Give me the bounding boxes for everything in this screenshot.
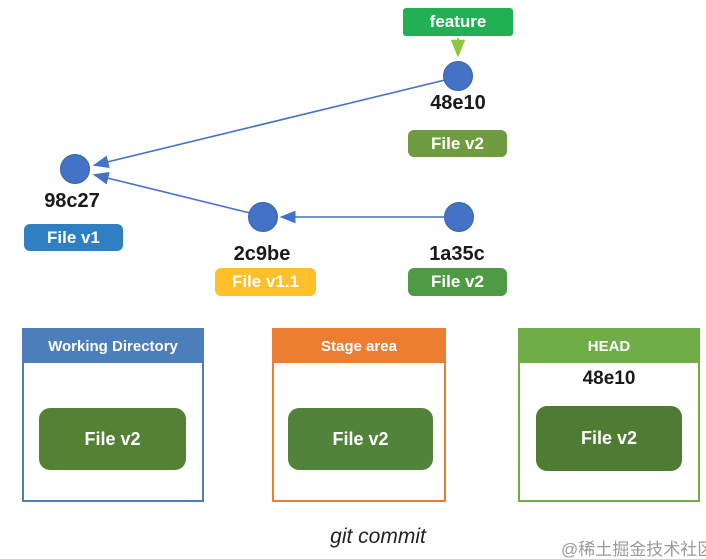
stage-area-box: Stage area File v2: [272, 328, 446, 502]
commit-node-1a35c: [444, 202, 474, 232]
stage-area-file-badge: File v2: [288, 408, 433, 470]
file-badge-1a35c: File v2: [408, 268, 507, 296]
working-directory-file-badge: File v2: [39, 408, 186, 470]
commit-hash-2c9be: 2c9be: [233, 243, 291, 265]
edge-2c9be-to-98c27: [92, 172, 251, 214]
commit-node-2c9be: [248, 202, 278, 232]
working-directory-box: Working Directory File v2: [22, 328, 204, 502]
commit-hash-1a35c: 1a35c: [429, 243, 485, 265]
head-commit-hash: 48e10: [582, 368, 636, 389]
file-badge-98c27: File v1: [24, 224, 123, 251]
commit-hash-98c27: 98c27: [44, 190, 100, 212]
watermark: @稀土掘金技术社区: [561, 540, 706, 559]
edge-48e10-to-98c27: [92, 79, 446, 169]
commit-node-48e10: [443, 61, 473, 91]
head-box: HEAD 48e10 File v2: [518, 328, 700, 502]
file-badge-2c9be: File v1.1: [215, 268, 316, 296]
commit-hash-48e10: 48e10: [430, 92, 486, 114]
commit-graph-canvas: [60, 38, 474, 232]
head-header: HEAD: [520, 330, 698, 363]
git-commit-caption: git commit: [330, 525, 426, 548]
head-file-badge: File v2: [536, 406, 682, 471]
branch-badge-feature: feature: [403, 8, 513, 36]
working-directory-header: Working Directory: [24, 330, 202, 363]
stage-area-header: Stage area: [274, 330, 444, 363]
commit-node-98c27: [60, 154, 90, 184]
file-badge-48e10: File v2: [408, 130, 507, 157]
